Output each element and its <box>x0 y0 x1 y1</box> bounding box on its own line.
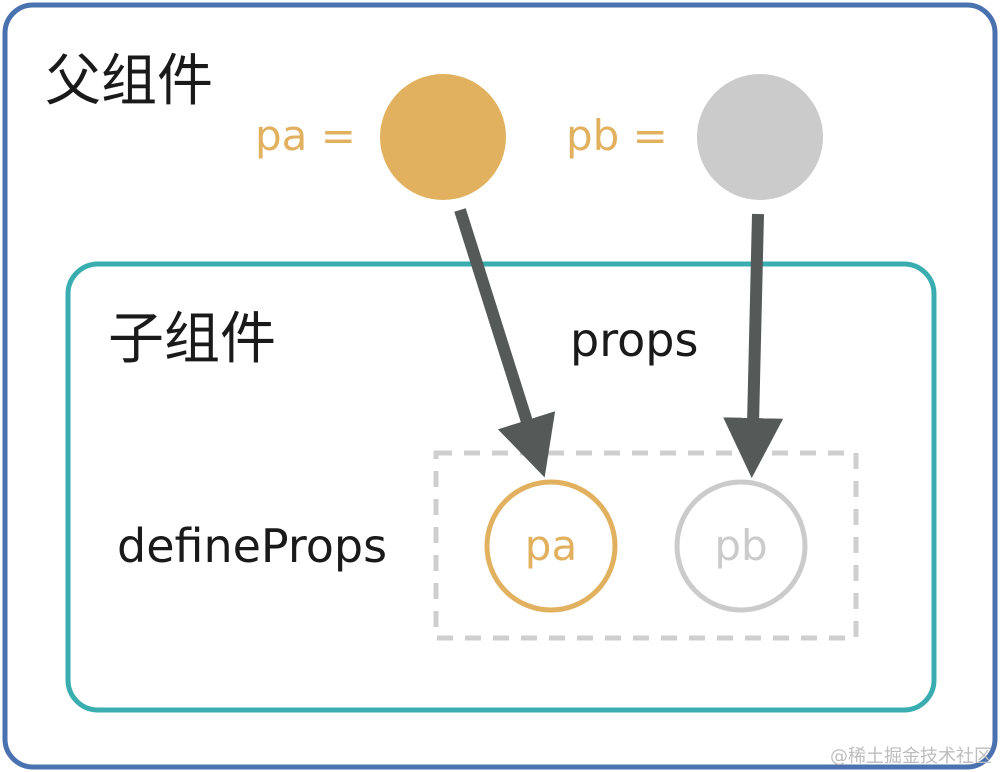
props-dashed-container <box>433 450 859 641</box>
child-prop-pa-circle <box>484 479 618 613</box>
parent-pb-label: pb = <box>566 111 668 160</box>
child-prop-pa-text: pa <box>525 521 577 570</box>
child-component-title: 子组件 <box>108 307 276 372</box>
define-props-label: defineProps <box>117 519 387 573</box>
props-label: props <box>570 313 698 367</box>
parent-pb-value-circle <box>697 74 823 200</box>
parent-component-title: 父组件 <box>45 49 213 114</box>
parent-pa-label: pa = <box>255 111 356 160</box>
parent-pa-value-circle <box>380 74 506 200</box>
child-prop-pb-text: pb <box>714 521 767 570</box>
arrow-pa-to-child <box>454 208 556 478</box>
arrow-pb-to-child <box>723 213 784 478</box>
child-prop-pb-circle <box>674 479 808 613</box>
watermark-text: @稀土掘金技术社区 <box>830 746 992 767</box>
